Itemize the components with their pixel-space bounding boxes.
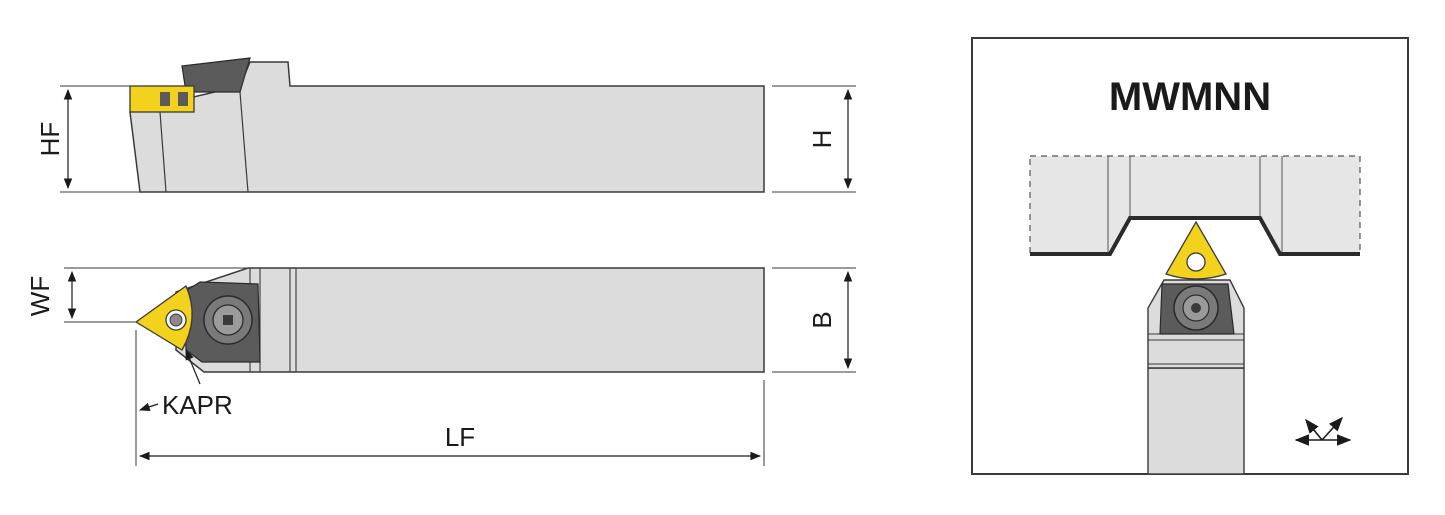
- top-insert: [134, 285, 193, 351]
- side-clamp: [181, 57, 251, 93]
- label-hf: HF: [35, 122, 65, 157]
- inset-insert: [1165, 220, 1227, 280]
- top-view: WF B KAPR LF: [25, 267, 856, 466]
- side-shank: [129, 61, 765, 193]
- label-lf: LF: [445, 422, 475, 452]
- feed-direction-icon: [1294, 416, 1352, 446]
- top-shank: [175, 267, 765, 373]
- label-kapr: KAPR: [162, 390, 233, 420]
- label-h: H: [807, 130, 837, 149]
- inset-panel: MWMNN: [971, 37, 1409, 475]
- inset-title: MWMNN: [1109, 75, 1271, 119]
- label-b: B: [807, 311, 837, 328]
- label-wf: WF: [25, 276, 55, 316]
- side-view: HF H: [35, 57, 856, 193]
